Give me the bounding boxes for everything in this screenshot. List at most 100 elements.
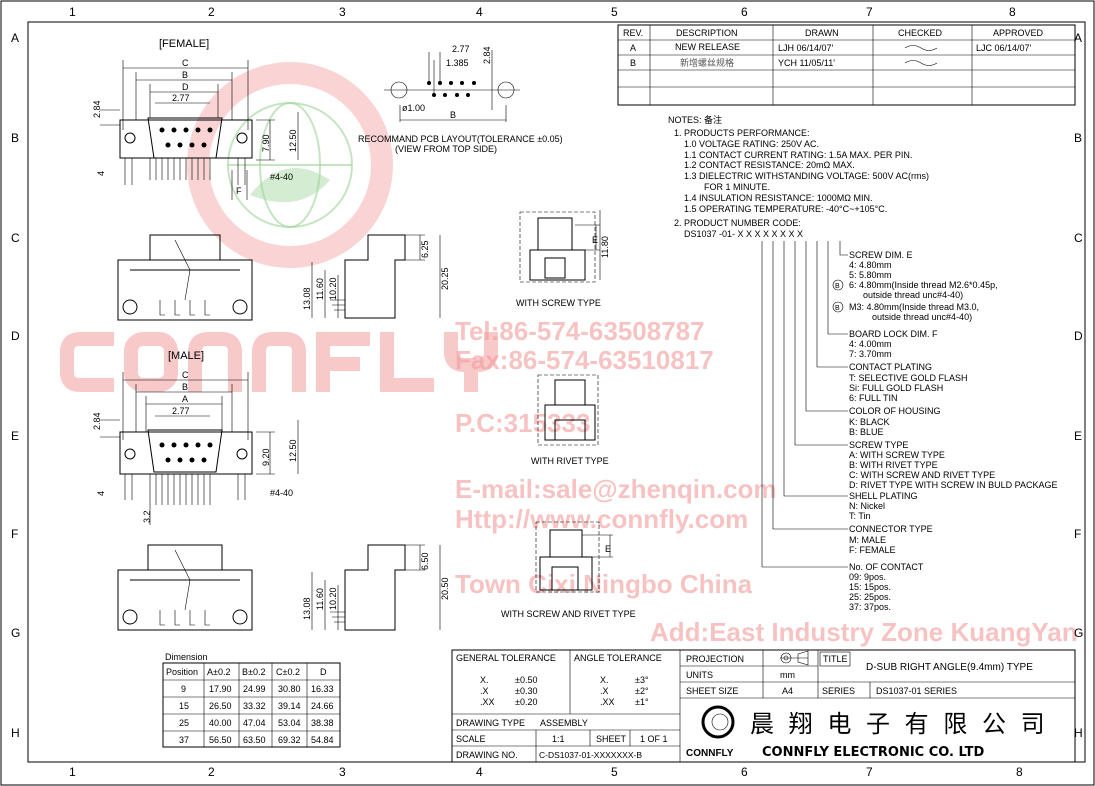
drawing-label: 56.50 xyxy=(209,735,232,745)
drawing-label: DS1037-01 SERIES xyxy=(876,686,957,696)
drawing-line xyxy=(159,127,213,148)
drawing-label: SHELL PLATING xyxy=(849,491,918,501)
drawing-label: 1.3 DIELECTRIC WITHSTANDING VOLTAGE: 500… xyxy=(684,171,929,181)
drawing-label: 8 xyxy=(1016,765,1023,779)
drawing-label: 1 OF 1 xyxy=(640,734,668,744)
drawing-line xyxy=(117,544,253,631)
drawing-label: CONNECTOR TYPE xyxy=(849,524,933,534)
drawing-line xyxy=(165,457,171,463)
drawing-label: CONTACT PLATING xyxy=(849,362,932,372)
drawing-label: (VIEW FROM TOP SIDE) xyxy=(395,144,497,154)
notes: NOTES: 备注 1. PRODUCTS PERFORMANCE: 1.0 V… xyxy=(668,114,1058,612)
drawing-line xyxy=(472,81,476,85)
drawing-line xyxy=(316,332,370,392)
drawing-line xyxy=(117,234,253,321)
female-side-view: 6.25 20.25 13.08 11.60 10.20 xyxy=(302,234,450,319)
drawing-label: ±0.30 xyxy=(515,686,537,696)
drawing-label: ±2° xyxy=(635,686,649,696)
drawing-label: 1.0 VOLTAGE RATING: 250V AC. xyxy=(684,139,819,149)
drawing-label: E xyxy=(1074,429,1082,443)
drawing-label: H xyxy=(1074,726,1083,740)
drawing-label: D xyxy=(182,82,189,92)
drawing-label: E xyxy=(11,429,19,443)
drawing-line xyxy=(344,234,406,319)
drawing-label: 25: 25pos. xyxy=(849,592,891,602)
drawing-label: 6 xyxy=(741,5,748,19)
drawing-line xyxy=(617,24,1076,106)
code-group-contact-plating: CONTACT PLATING T: SELECTIVE GOLD FLASHS… xyxy=(849,362,968,403)
drawing-label: 38.38 xyxy=(311,718,334,728)
drawing-label: WITH SCREW AND RIVET TYPE xyxy=(501,609,636,619)
drawing-line xyxy=(232,609,248,625)
drawing-label: 3 xyxy=(339,5,346,19)
drawing-line xyxy=(188,332,242,392)
drawing-line xyxy=(452,650,1075,762)
drawing-label: NEW RELEASE xyxy=(675,42,740,52)
drawing-label: A±0.2 xyxy=(207,667,230,677)
watermark-fax: Fax:86-574-63510817 xyxy=(455,345,714,375)
drawing-line xyxy=(544,379,596,441)
drawing-label: B xyxy=(835,283,840,290)
watermark-leaf-icon xyxy=(250,168,330,203)
drawing-label: 2.77 xyxy=(452,44,470,54)
drawing-line xyxy=(159,442,165,448)
drawing-line xyxy=(177,457,183,463)
drawing-label: 11.60 xyxy=(315,588,325,610)
drawing-label: 4: 4.00mm xyxy=(849,339,892,349)
drawing-label: 53.04 xyxy=(278,718,301,728)
drawing-line xyxy=(444,332,498,392)
drawing-label: UNITS xyxy=(686,670,713,680)
drawing-line xyxy=(171,127,177,133)
product-code: DS1037 -01- X X X X X X X X xyxy=(684,229,803,239)
drawing-label: A xyxy=(1074,31,1082,45)
drawing-label: 54.84 xyxy=(311,735,334,745)
drawing-line xyxy=(207,127,213,133)
drawing-line xyxy=(195,442,201,448)
revision-b-mark xyxy=(832,279,844,291)
drawing-line xyxy=(147,117,223,159)
drawing-label: A xyxy=(630,43,636,53)
drawing-label: 25 xyxy=(179,718,189,728)
drawing-label: 16.33 xyxy=(311,684,334,694)
drawing-label: FOR 1 MINUTE. xyxy=(704,182,770,192)
drawing-label: ø1.00 xyxy=(402,103,425,113)
watermark-brand-logo xyxy=(60,332,498,392)
drawing-label: E xyxy=(605,544,611,554)
drawing-label: 4 xyxy=(476,5,483,19)
drawing-label: B: BLUE xyxy=(849,427,884,437)
drawing-line xyxy=(165,142,171,148)
drawing-label: SCREW TYPE xyxy=(849,440,908,450)
drawing-label: 9.20 xyxy=(261,448,271,466)
drawing-label: ±1° xyxy=(635,697,649,707)
projection-symbol-icon xyxy=(780,650,809,666)
drawing-label: WITH RIVET TYPE xyxy=(531,456,609,466)
drawing-label: #4-40 xyxy=(270,488,293,498)
drawing-label: 12.50 xyxy=(288,129,298,152)
checked-signature xyxy=(904,45,938,51)
drawing-label: ±3° xyxy=(635,675,649,685)
drawing-label: 11.80 xyxy=(600,236,610,258)
company-logo-text: CONNFLY xyxy=(686,748,734,759)
drawing-line xyxy=(344,544,406,631)
drawing-label: K: BLACK xyxy=(849,417,890,427)
drawing-label: D xyxy=(320,667,327,677)
watermark: Tel:86-574-63508787 Fax:86-574-63510817 … xyxy=(60,62,1078,647)
drawing-label: 4 xyxy=(476,765,483,779)
drawing-label: 26.50 xyxy=(209,701,232,711)
drawing-label: 1:1 xyxy=(552,734,565,744)
drawing-label: 5: 5.80mm xyxy=(849,270,892,280)
drawing-line xyxy=(427,81,476,97)
drawing-label: COLOR OF HOUSING xyxy=(849,406,941,416)
drawing-label: 20.50 xyxy=(440,577,450,600)
drawing-label: F xyxy=(236,186,242,196)
drawing-label: ANGLE TOLERANCE xyxy=(574,653,662,663)
drawing-label: .X xyxy=(480,686,489,696)
drawing-line xyxy=(183,127,189,133)
